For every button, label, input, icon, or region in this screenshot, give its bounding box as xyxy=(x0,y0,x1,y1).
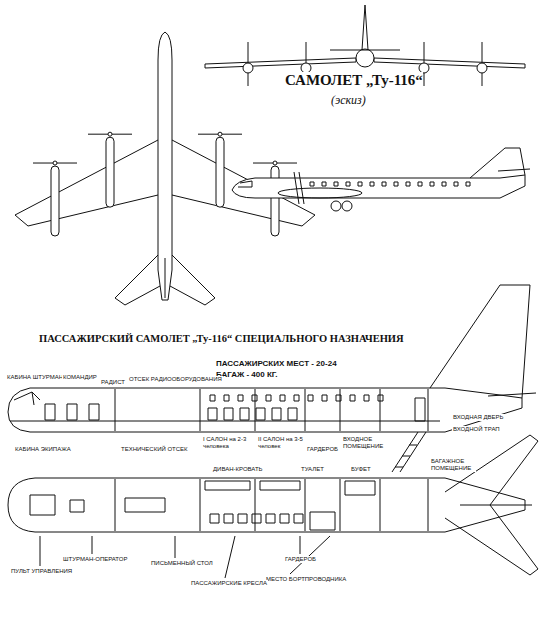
part-label: ШТУРМАН-ОПЕРАТОР xyxy=(62,556,128,563)
cutaway-plan xyxy=(8,435,538,578)
part-label: ТЕХНИЧЕСКИЙ ОТСЕК xyxy=(120,446,189,453)
heading-label: ПАССАЖИРСКИЙ САМОЛЕТ „Ту-116“ СПЕЦИАЛЬНО… xyxy=(38,333,405,345)
part-label: ВХОДНОЕ ПОМЕЩЕНИЕ xyxy=(342,436,380,450)
heading-label: (эскиз) xyxy=(330,94,367,108)
part-label: II САЛОН на 3-5 человек xyxy=(257,436,305,450)
cutaway-profile xyxy=(8,285,536,472)
part-label: ВХОДНАЯ ДВЕРЬ xyxy=(452,414,504,421)
part-label: БАГАЖНОЕ ПОМЕЩЕНИЕ xyxy=(430,458,476,472)
part-label: ДИВАН-КРОВАТЬ xyxy=(212,466,263,473)
part-label: МЕСТО БОРТПРОВОДНИКА xyxy=(265,576,347,583)
part-label: ТУАЛЕТ xyxy=(300,466,325,473)
heading-label: ПАССАЖИРСКИХ МЕСТ - 20-24 xyxy=(215,359,338,368)
part-label: ГАРДЕРОБ xyxy=(306,446,339,453)
side-view xyxy=(232,148,530,211)
part-label: КАБИНА ЭКИПАЖА xyxy=(14,446,72,453)
part-label: ПАССАЖИРСКИЕ КРЕСЛА xyxy=(190,580,268,587)
part-label: ОТСЕК РАДИООБОРУДОВАНИЯ xyxy=(128,376,223,383)
part-label: КАБИНА ШТУРМАНА xyxy=(6,374,68,381)
part-label: РАДИСТ xyxy=(100,379,126,386)
heading-label: БАГАЖ - 400 КГ. xyxy=(215,370,279,379)
part-label: ПИСЬМЕННЫЙ СТОЛ xyxy=(150,560,214,567)
part-label: I САЛОН на 2-3 человека xyxy=(202,436,254,450)
part-label: КОМАНДИР xyxy=(62,374,98,381)
part-label: ПУЛЬТ УПРАВЛЕНИЯ xyxy=(10,568,73,575)
plan-view xyxy=(15,32,315,305)
part-label: ГАРДЕРОБ xyxy=(284,556,317,563)
part-label: ВХОДНОЙ ТРАП xyxy=(452,426,501,433)
part-label: БУФЕТ xyxy=(350,466,372,473)
drawing-title: САМОЛЕТ „Ту-116“ xyxy=(285,72,423,89)
